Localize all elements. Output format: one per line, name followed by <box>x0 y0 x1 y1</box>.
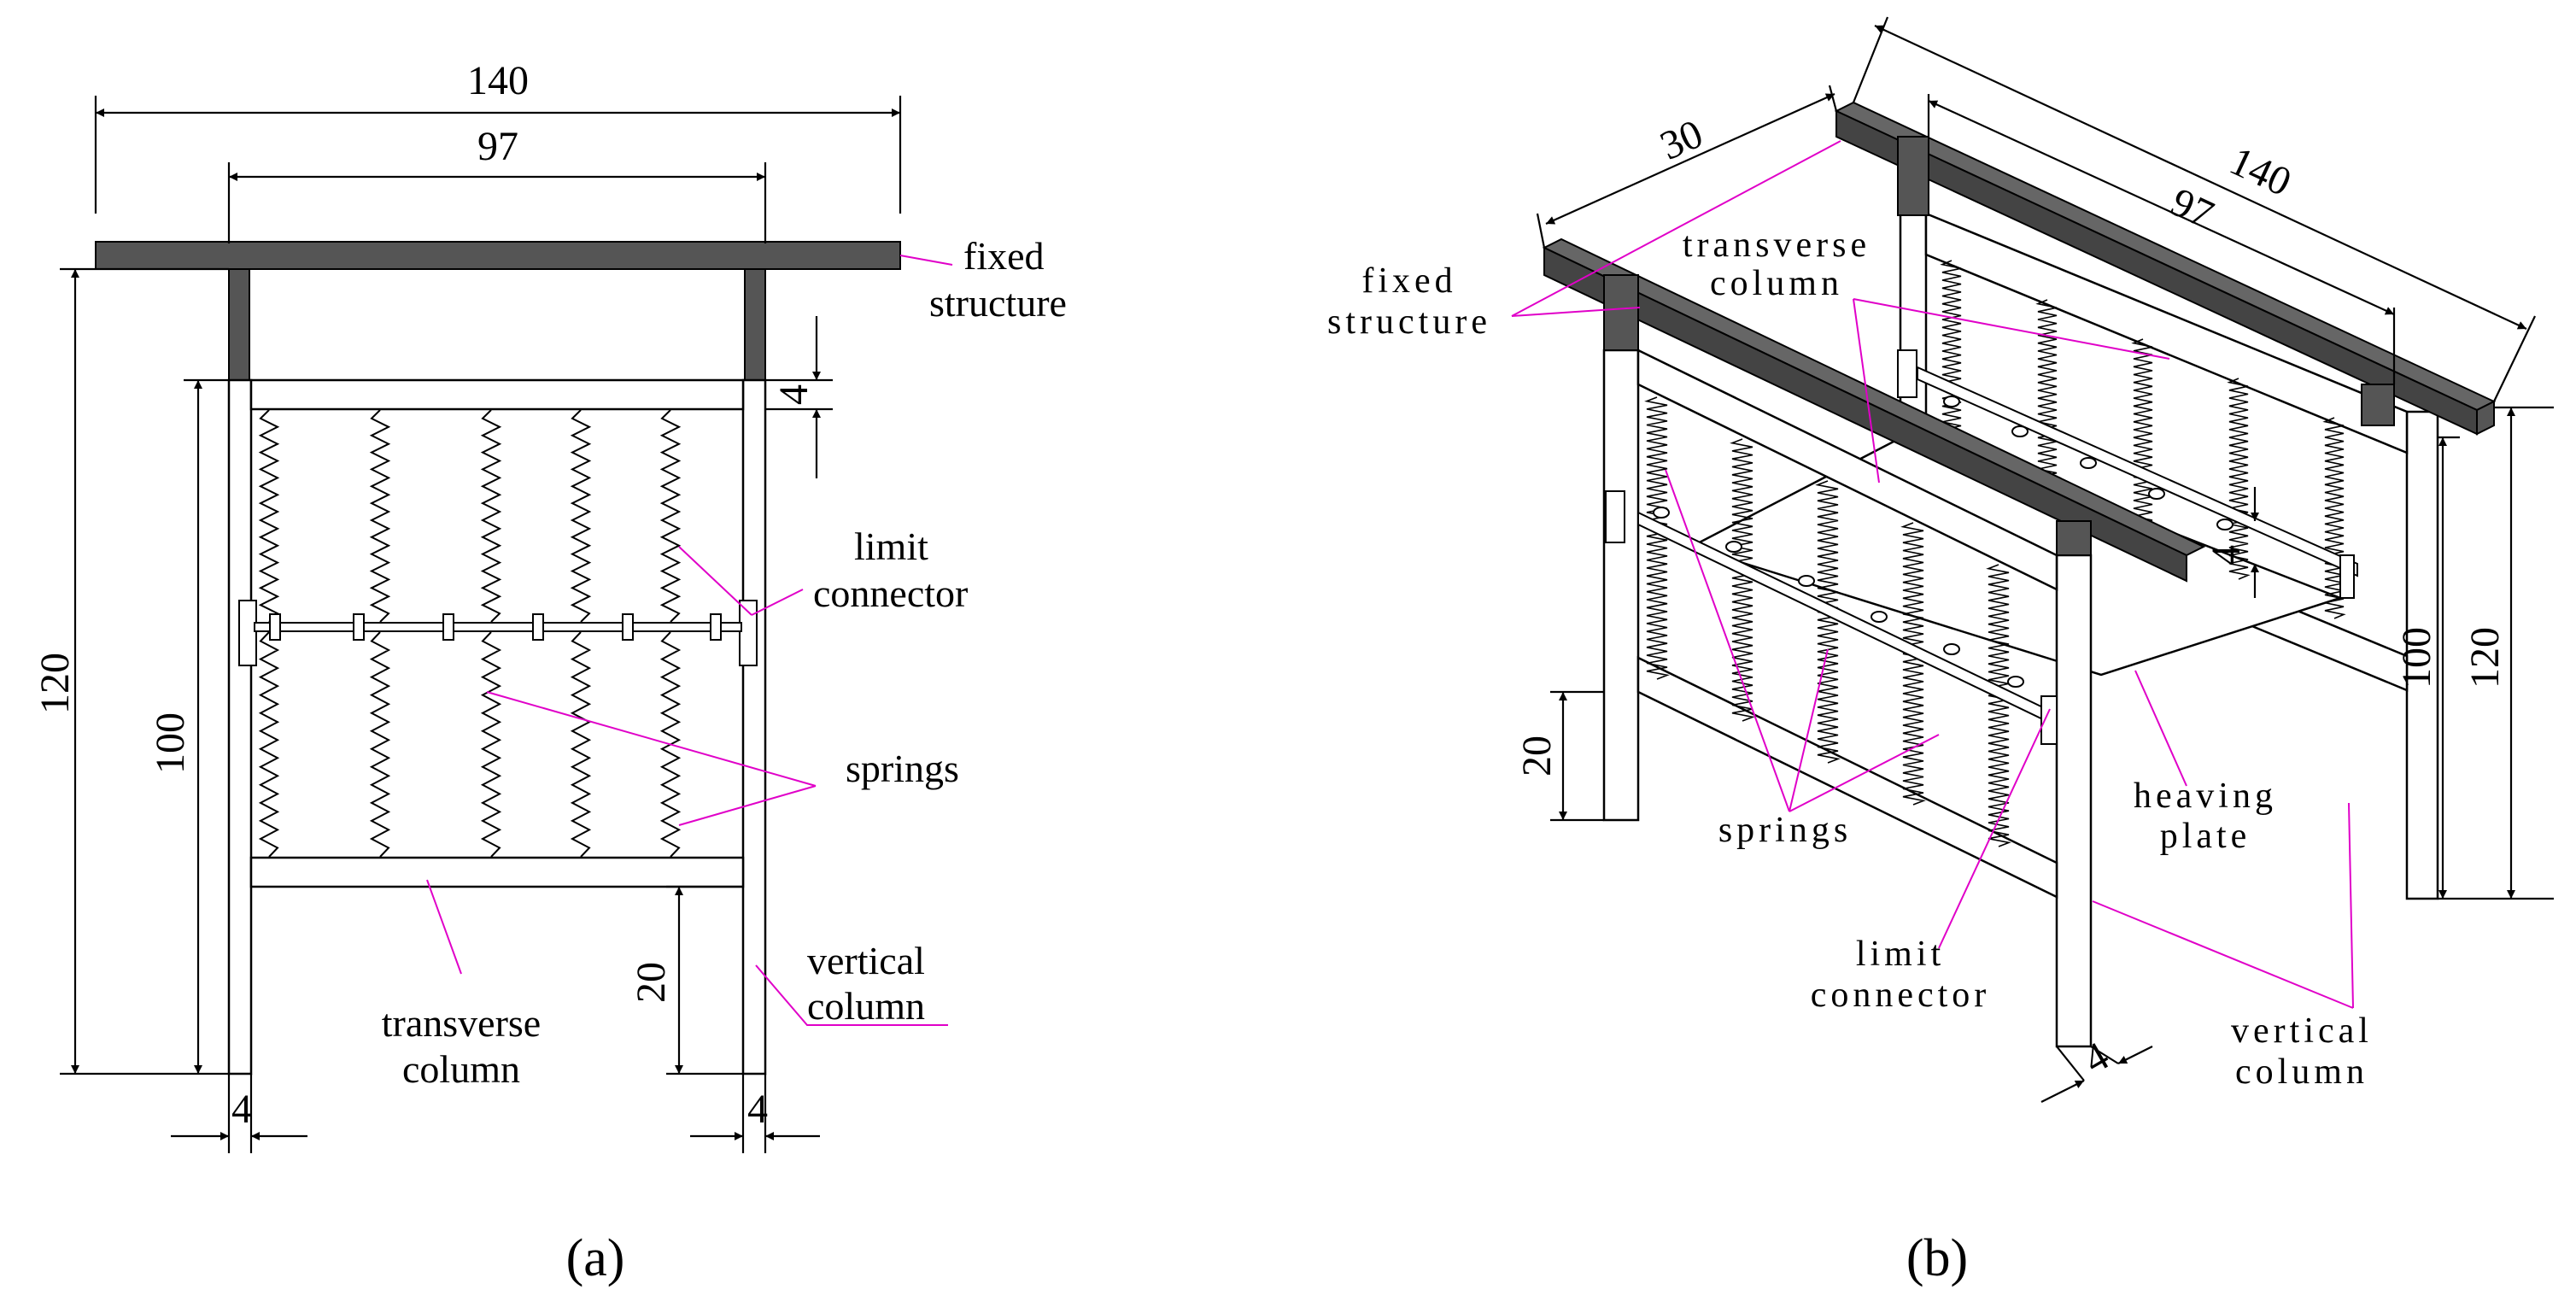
bolt <box>353 613 365 641</box>
label-heaving-plate-1-b: heaving <box>2134 776 2277 816</box>
label-vertical-column-2-a: column <box>807 984 925 1028</box>
spring <box>369 631 391 858</box>
spring <box>1900 522 1926 806</box>
spring <box>1986 564 2011 847</box>
fixed-block-left <box>228 268 250 381</box>
label-limit-connector-1-b: limit <box>1856 935 1945 974</box>
dim-97-a: 97 <box>477 124 518 169</box>
fixed-structure-front-b <box>1542 237 2206 583</box>
springs-front-b <box>1644 396 2011 847</box>
limit-connector-a <box>238 600 758 666</box>
label-vertical-column-1-a: vertical <box>807 939 925 982</box>
spring <box>480 631 502 858</box>
label-fixed-structure-2-b: structure <box>1327 302 1491 342</box>
label-limit-connector-1-a: limit <box>854 525 928 568</box>
spring <box>2131 338 2155 541</box>
spring <box>1730 438 1755 722</box>
label-limit-connector-2-a: connector <box>813 571 968 615</box>
transverse-column-top <box>249 378 745 411</box>
caption-a: (a) <box>566 1229 625 1287</box>
bolt <box>1798 575 1815 587</box>
bolt <box>710 613 722 641</box>
spring <box>2227 378 2251 580</box>
bolt <box>1943 643 1960 655</box>
bolt <box>532 613 544 641</box>
label-springs-a: springs <box>846 747 959 790</box>
spring <box>1644 396 1670 680</box>
bolt <box>2148 488 2165 500</box>
label-transverse-column-1-b: transverse <box>1683 226 1871 265</box>
label-fixed-structure-1-b: fixed <box>1361 261 1456 301</box>
fixed-structure-beam <box>95 241 901 270</box>
springs-group-a <box>258 409 682 858</box>
dim-97-b: 97 <box>2164 179 2221 237</box>
spring <box>570 631 592 858</box>
bolt <box>2080 457 2097 469</box>
dim-line-30-b <box>1545 92 1835 226</box>
label-heaving-plate-2-b: plate <box>2160 817 2251 856</box>
front-frame-b <box>1602 348 2093 1048</box>
caption-b: (b) <box>1906 1229 1968 1287</box>
bolt <box>269 613 281 641</box>
limit-connector-back-b <box>1897 349 2358 599</box>
label-transverse-column-1-a: transverse <box>382 1001 541 1045</box>
bolt <box>1653 507 1670 519</box>
label-fixed-structure-1-a: fixed <box>963 234 1045 278</box>
dim-4-gap-b: 4 <box>2204 545 2249 566</box>
dim-100-b: 100 <box>2394 627 2439 689</box>
spring <box>659 409 682 623</box>
bolt <box>2011 425 2029 437</box>
dim-4-right-a: 4 <box>747 1087 768 1132</box>
spring <box>369 409 391 623</box>
dim-4-gap-a: 4 <box>771 384 817 405</box>
label-vertical-column-1-b: vertical <box>2231 1011 2373 1051</box>
bolt <box>1871 611 1888 623</box>
spring <box>570 409 592 623</box>
transverse-column-bottom <box>249 856 745 888</box>
bolt <box>2007 676 2024 688</box>
spring <box>258 631 280 858</box>
bolt <box>622 613 634 641</box>
dim-120-b: 120 <box>2462 627 2508 689</box>
label-limit-connector-2-b: connector <box>1811 976 1991 1015</box>
bolt <box>442 613 454 641</box>
springs-back-b <box>1940 260 2346 619</box>
dim-30-b: 30 <box>1654 111 1709 169</box>
spring <box>480 409 502 623</box>
spring <box>2322 417 2346 619</box>
label-transverse-column-2-a: column <box>402 1047 520 1091</box>
limit-connector-front-b <box>1605 490 2058 745</box>
bolt <box>1943 396 1960 407</box>
dim-120-a: 120 <box>32 653 78 714</box>
bolt <box>2216 519 2234 530</box>
spring <box>2035 299 2059 501</box>
panel-b: 30 140 97 120 100 20 4 4 fixed structure… <box>1327 16 2554 1287</box>
label-fixed-structure-2-a: structure <box>929 281 1067 325</box>
dim-140-a: 140 <box>467 58 529 103</box>
dim-100-a: 100 <box>148 712 193 774</box>
label-transverse-column-2-b: column <box>1710 264 1843 303</box>
label-springs-b: springs <box>1718 811 1852 850</box>
fixed-block-right <box>744 268 766 381</box>
dim-4-left-a: 4 <box>231 1087 252 1132</box>
bolt <box>1725 541 1742 553</box>
dim-140-b: 140 <box>2223 138 2298 205</box>
label-vertical-column-2-b: column <box>2235 1052 2368 1092</box>
spring <box>258 409 280 623</box>
vertical-column-right <box>741 378 767 1075</box>
dim-line-97-b <box>1928 100 2395 315</box>
panel-a: 140 97 120 100 4 20 4 4 fixed structure … <box>32 58 1067 1287</box>
vertical-column-left <box>227 378 253 1075</box>
dim-20-b: 20 <box>1514 735 1560 776</box>
spring <box>1815 480 1841 764</box>
dim-20-a: 20 <box>629 962 674 1003</box>
